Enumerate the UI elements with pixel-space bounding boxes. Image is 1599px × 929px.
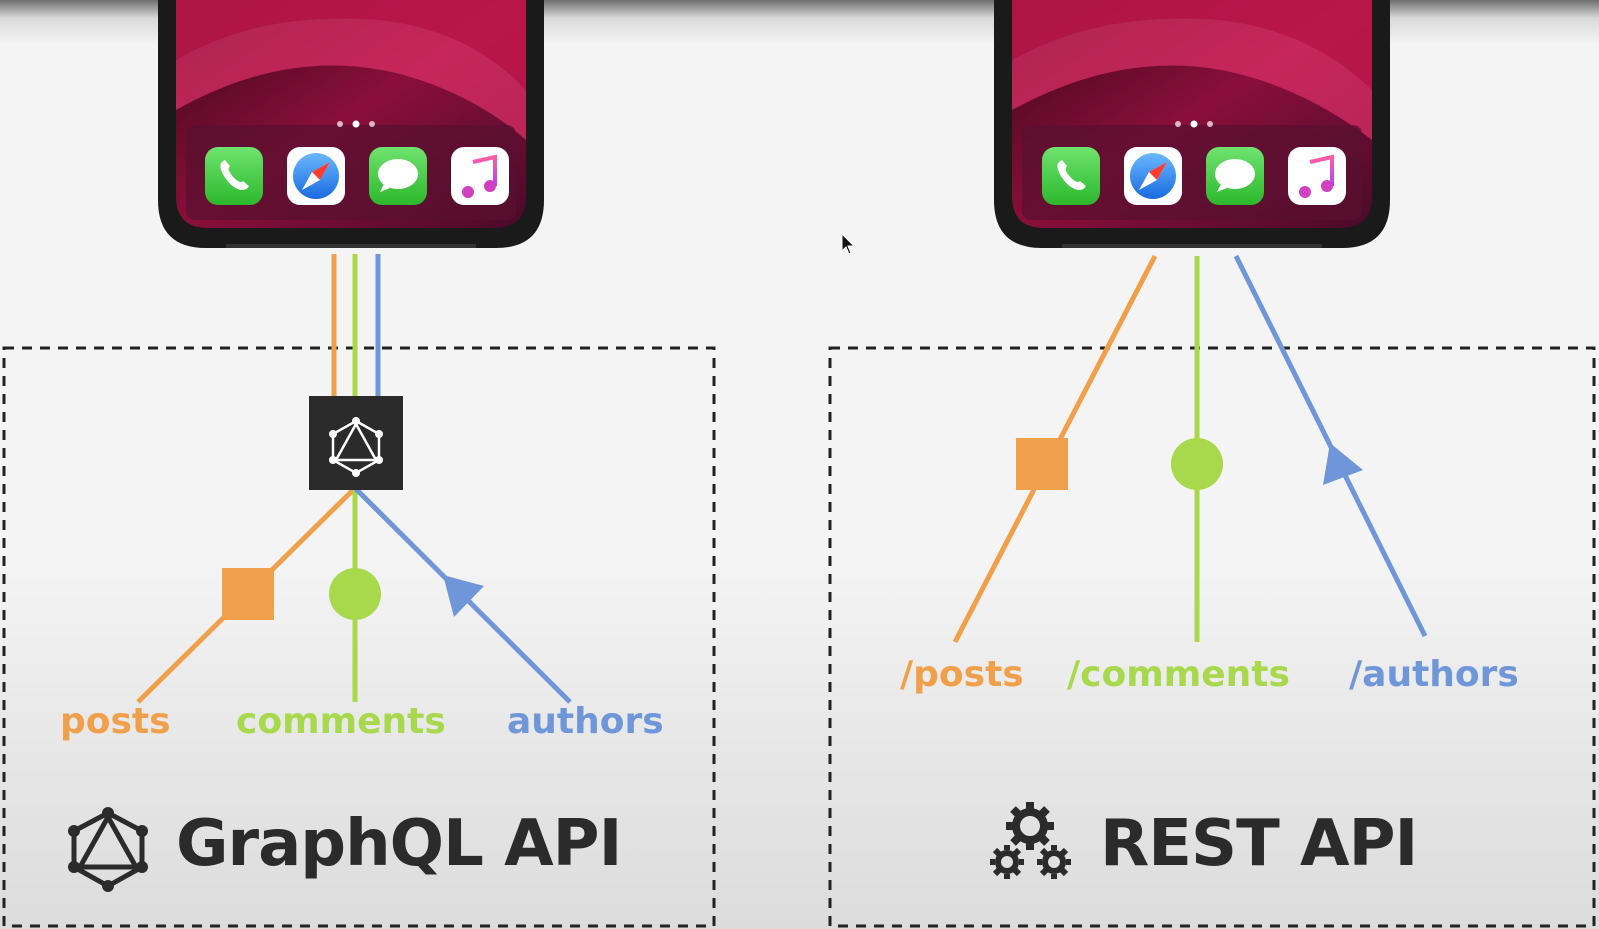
rest-api-title: REST API [1100,807,1418,881]
graphql-api-box [2,346,716,928]
rest-authors-label: /authors [1349,654,1519,695]
mouse-cursor-icon [841,232,856,255]
rest-posts-label: /posts [900,654,1024,695]
graphql-connections [136,254,572,704]
graphql-comments-label: comments [236,701,446,742]
music-icon [451,147,509,205]
graphql-api-title: GraphQL API [176,807,622,881]
comments-endpoint-circle [1171,438,1223,490]
graphql-posts-label: posts [60,701,171,742]
phone-left [158,0,544,248]
phone-right [994,0,1390,248]
safari-icon [1124,147,1182,205]
graphql-server-icon [309,396,403,490]
graphql-logo-icon [68,807,148,892]
gears-icon [990,802,1071,879]
rest-comments-label: /comments [1067,654,1290,695]
music-icon [1288,147,1346,205]
messages-icon [1206,147,1264,205]
graphql-authors-label: authors [507,701,664,742]
authors-endpoint-triangle [1323,443,1363,485]
phone-app-icon [205,147,263,205]
posts-node-square [222,568,274,620]
phone-app-icon [1042,147,1100,205]
rest-api-box [828,346,1596,928]
authors-node-triangle [443,575,484,617]
posts-endpoint-square [1016,438,1068,490]
safari-icon [287,147,345,205]
comments-node-circle [329,568,381,620]
rest-connections [952,254,1428,644]
messages-icon [369,147,427,205]
